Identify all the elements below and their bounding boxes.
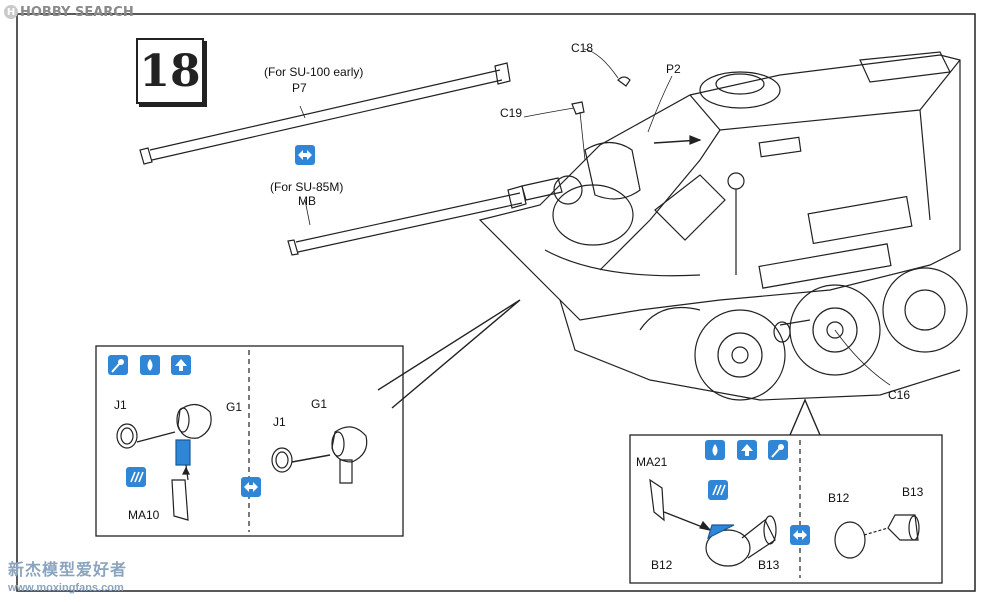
swap-icon xyxy=(241,477,261,497)
inset-right xyxy=(629,434,943,584)
b13-label-b: B13 xyxy=(902,485,924,499)
step-number-box: 18 xyxy=(136,38,204,104)
mb-part-label: MB xyxy=(298,194,316,208)
b12-label-a: B12 xyxy=(651,558,673,572)
p7-part-label: P7 xyxy=(292,81,307,95)
callout-right xyxy=(789,398,821,436)
hobbysearch-logo-mark: H xyxy=(4,5,18,19)
paint-icon xyxy=(705,440,725,460)
glue-icon xyxy=(108,355,128,375)
hull-illustration xyxy=(478,51,968,401)
bottom-watermark: 新杰模型爱好者 www.moxingfans.com xyxy=(8,556,127,594)
arrow-up-icon xyxy=(171,355,191,375)
hobbysearch-logo: H HOBBY SEARCH xyxy=(4,4,134,20)
g1-label-b: G1 xyxy=(311,397,328,411)
j1-label-a: J1 xyxy=(114,398,127,412)
ma10-label: MA10 xyxy=(128,508,160,522)
callout-left xyxy=(377,299,521,409)
paint-icon xyxy=(140,355,160,375)
p7-note: (For SU-100 early) xyxy=(264,65,364,79)
ma21-label: MA21 xyxy=(636,455,668,469)
j1-label-b: J1 xyxy=(273,415,286,429)
b12-label-b: B12 xyxy=(828,491,850,505)
glue-icon xyxy=(768,440,788,460)
page-border xyxy=(16,13,976,592)
inset-left xyxy=(95,345,404,537)
hatch-icon xyxy=(708,480,728,500)
watermark-chinese-text: 新杰模型爱好者 xyxy=(8,562,128,579)
c19-label: C19 xyxy=(500,106,523,120)
c16-label: C16 xyxy=(888,388,911,402)
p2-label: P2 xyxy=(666,62,681,76)
arrow-up-icon xyxy=(737,440,757,460)
b13-label-a: B13 xyxy=(758,558,780,572)
c18-label: C18 xyxy=(571,41,594,55)
watermark-url: www.moxingfans.com xyxy=(8,582,124,594)
part-c18-shape xyxy=(617,76,631,87)
hobbysearch-logo-text: HOBBY SEARCH xyxy=(20,4,134,20)
swap-icon xyxy=(790,525,810,545)
g1-label-a: G1 xyxy=(226,400,243,414)
step-number: 18 xyxy=(139,45,201,97)
mb-note: (For SU-85M) xyxy=(270,180,344,194)
hatch-icon xyxy=(126,467,146,487)
barrel-mb-illustration xyxy=(287,177,563,256)
swap-icon xyxy=(295,145,315,165)
barrel-p7-illustration xyxy=(139,62,511,165)
leader-lines xyxy=(299,48,891,386)
part-c19-shape xyxy=(571,101,585,115)
